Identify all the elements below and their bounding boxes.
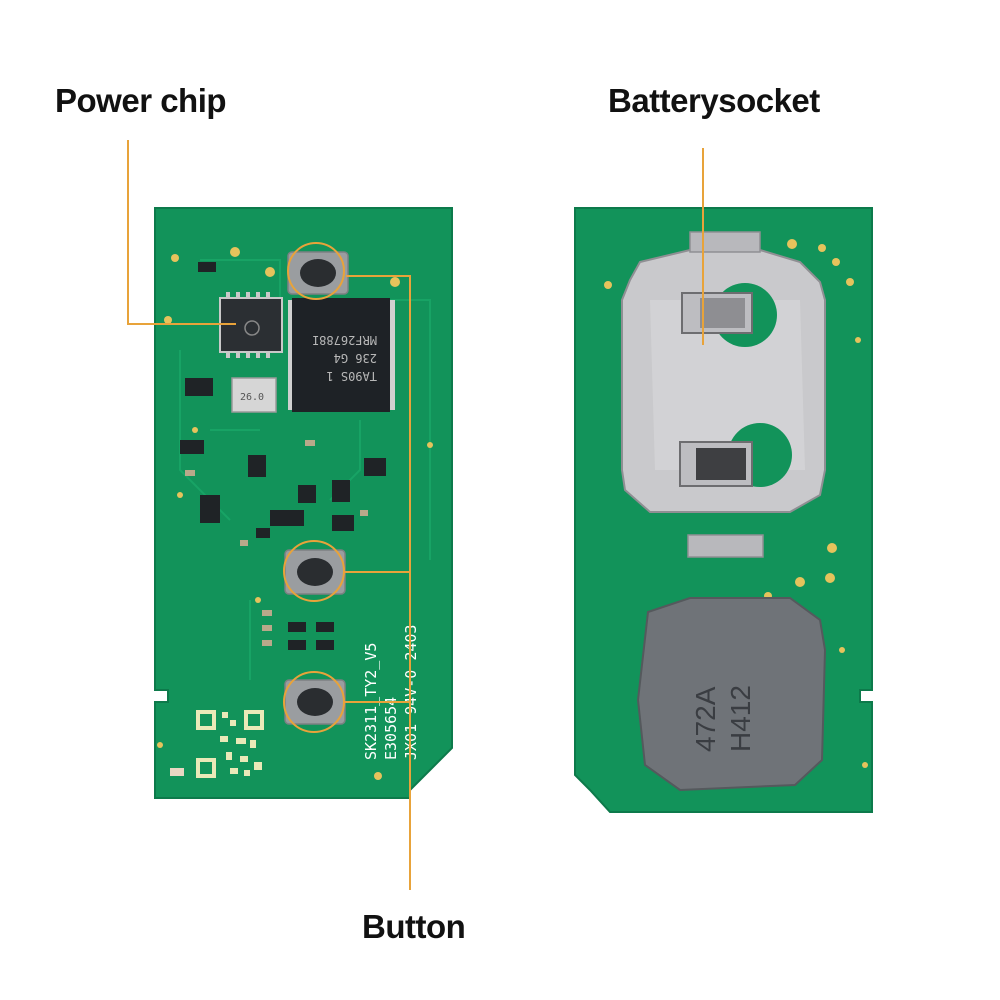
main-ic: TA90S 1 236 G4 MRF26788I — [288, 298, 395, 412]
silkscreen-line2: E305654 — [382, 697, 400, 760]
crystal-text: 26.0 — [240, 392, 264, 403]
chip-text-line1: TA90S 1 — [326, 369, 377, 383]
chip-text-line3: MRF26788I — [312, 333, 377, 347]
chip-text-line2: 236 G4 — [334, 351, 377, 365]
tactile-button-top — [287, 242, 349, 300]
pcb-back: 472A H412 — [574, 207, 873, 813]
qr-code — [196, 710, 264, 778]
callout-power-chip-label: Power chip — [55, 82, 227, 119]
shield-cover: 472A H412 — [636, 597, 827, 792]
callout-battery-socket-label: Batterysocket — [608, 82, 820, 119]
pcb-front: TA90S 1 236 G4 MRF26788I 26.0 — [154, 207, 453, 799]
callout-lines — [127, 140, 704, 890]
tactile-button-bottom — [283, 671, 346, 733]
battery-socket — [621, 231, 826, 558]
led — [170, 768, 184, 776]
callout-button-label: Button — [362, 908, 466, 945]
cover-text-line2: H412 — [725, 685, 756, 752]
cover-text-line1: 472A — [690, 686, 721, 752]
crystal: 26.0 — [231, 377, 277, 413]
tactile-button-middle — [283, 540, 346, 602]
